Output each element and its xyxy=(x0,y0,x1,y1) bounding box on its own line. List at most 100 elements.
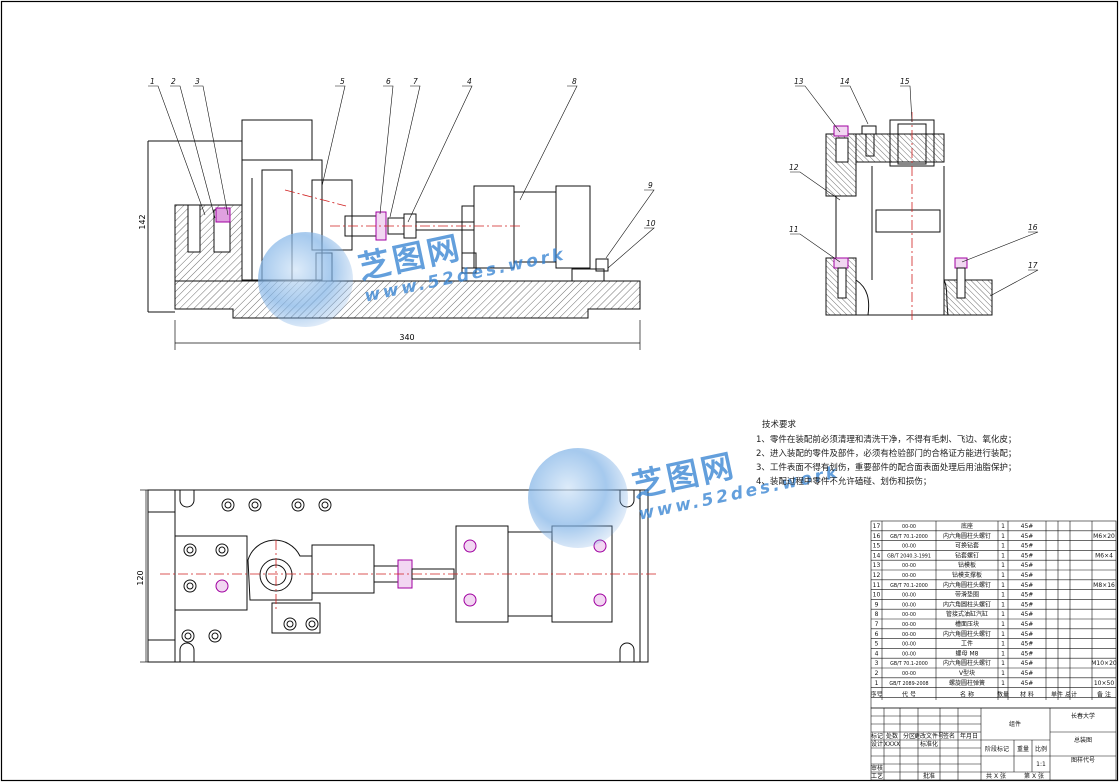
bom-cell-qty: 1 xyxy=(1001,523,1005,530)
bom-cell-code: 00-00 xyxy=(902,642,916,648)
bom-cell-name: 内六角圆柱头螺钉 xyxy=(943,581,991,589)
bom-header-mat: 材 料 xyxy=(1020,691,1034,699)
bom-cell-name: 底座 xyxy=(961,522,973,530)
top-view xyxy=(147,489,649,663)
tech-requirement-line: 2、进入装配的零件及部件，必须有检验部门的合格证方能进行装配； xyxy=(756,449,1017,459)
bom-cell-name: 钻模板 xyxy=(958,561,976,569)
bom-cell-qty: 1 xyxy=(1001,601,1005,608)
title-block xyxy=(870,707,1117,781)
bom-header-note: 备 注 xyxy=(1097,691,1111,699)
bom-cell-code: GB/T 70.1-2000 xyxy=(890,534,928,540)
bom-cell-mat: 45# xyxy=(1021,680,1034,687)
bom-cell-code: 00-00 xyxy=(902,544,916,550)
bom-cell-mat: 45# xyxy=(1021,592,1034,599)
bom-header-no: 序号 xyxy=(870,691,882,699)
bom-cell-no: 12 xyxy=(873,572,881,579)
title-role-design: 设计 xyxy=(871,740,883,748)
tech-requirement-line: 3、工件表面不得有划伤，重要部件的配合面表面处理后用油脂保护； xyxy=(756,463,1017,473)
balloon-16: 16 xyxy=(1028,223,1038,232)
title-role-process: 工艺 xyxy=(871,772,883,780)
bom-cell-qty: 1 xyxy=(1001,533,1005,540)
balloon-2: 2 xyxy=(171,77,176,86)
bom-cell-mat: 45# xyxy=(1021,533,1034,540)
bom-cell-no: 8 xyxy=(875,611,879,618)
tech-requirements-title: 技术要求 xyxy=(762,420,797,430)
bom-cell-qty: 1 xyxy=(1001,543,1005,550)
bom-cell-code: 00-00 xyxy=(902,651,916,657)
bom-cell-code: GB/T 70.1-2000 xyxy=(890,661,928,667)
bom-cell-name: 钻模支撑板 xyxy=(952,571,982,579)
bom-cell-code: 00-00 xyxy=(902,632,916,638)
bom-cell-name: 工件 xyxy=(961,640,973,648)
title-sheet-no: 第 X 张 xyxy=(1024,772,1044,780)
bom-cell-name: 内六角圆柱头螺钉 xyxy=(943,659,991,667)
bom-cell-qty: 1 xyxy=(1001,562,1005,569)
title-role-review: 审核 xyxy=(871,764,883,772)
bom-cell-mat: 45# xyxy=(1021,543,1034,550)
title-row-label-4: 签名 xyxy=(943,732,955,740)
dim-height-main: 142 xyxy=(138,214,147,229)
bom-cell-mat: 45# xyxy=(1021,572,1034,579)
bom-cell-no: 4 xyxy=(875,650,879,657)
bom-cell-mat: 45# xyxy=(1021,650,1034,657)
bom-cell-name: 可换钻套 xyxy=(955,542,979,550)
title-sheet-total: 共 X 张 xyxy=(986,772,1006,780)
bom-cell-name: 螺母 M8 xyxy=(956,649,979,657)
bom-cell-note: 10×50 xyxy=(1094,680,1114,687)
balloon-7: 7 xyxy=(413,77,418,86)
title-drawing-name: 总装图 xyxy=(1074,736,1092,744)
title-row-label-0: 标记 xyxy=(871,732,883,740)
bom-cell-qty: 1 xyxy=(1001,592,1005,599)
balloon-11: 11 xyxy=(789,225,799,234)
title-row-label-1: 处数 xyxy=(886,732,898,740)
bom-cell-qty: 1 xyxy=(1001,680,1005,687)
balloon-15: 15 xyxy=(900,77,910,86)
title-weight-label: 重量 xyxy=(1017,745,1029,753)
tech-requirements: 技术要求 1、零件在装配前必须清理和清洗干净，不得有毛刺、飞边、氧化皮； 2、进… xyxy=(756,418,1056,489)
front-view xyxy=(147,119,641,319)
bom-cell-code: 00-00 xyxy=(902,563,916,569)
bom-cell-name: V型块 xyxy=(959,669,975,677)
title-role-standard: 标准化 xyxy=(920,740,938,748)
title-scale: 1:1 xyxy=(1036,761,1046,768)
bom-cell-code: 00-00 xyxy=(902,524,916,530)
balloon-8: 8 xyxy=(572,77,577,86)
bom-cell-qty: 1 xyxy=(1001,631,1005,638)
dim-length-main: 340 xyxy=(399,333,414,342)
bom-cell-code: 00-00 xyxy=(902,612,916,618)
title-school: 长春大学 xyxy=(1071,712,1095,720)
balloon-14: 14 xyxy=(840,77,850,86)
bom-cell-code: 00-00 xyxy=(902,602,916,608)
title-scale-label: 比例 xyxy=(1035,745,1047,753)
bom-cell-qty: 1 xyxy=(1001,660,1005,667)
bom-header-name: 名 称 xyxy=(960,691,974,699)
bom-cell-code: GB/T 2089-2008 xyxy=(889,681,928,687)
bom-cell-name: 内六角圆柱头螺钉 xyxy=(943,600,991,608)
bom-cell-mat: 45# xyxy=(1021,601,1034,608)
balloon-13-label: 13 xyxy=(794,77,804,86)
bom-cell-mat: 45# xyxy=(1021,621,1034,628)
bom-cell-no: 1 xyxy=(875,680,879,687)
bom-cell-mat: 45# xyxy=(1021,582,1034,589)
bom-cell-qty: 1 xyxy=(1001,572,1005,579)
bom-cell-name: 内六角圆柱头螺钉 xyxy=(943,532,991,540)
bom-cell-mat: 45# xyxy=(1021,562,1034,569)
bom-cell-mat: 45# xyxy=(1021,523,1034,530)
balloon-12: 12 xyxy=(789,163,799,172)
bom-cell-no: 11 xyxy=(873,582,881,589)
bom-cell-qty: 1 xyxy=(1001,611,1005,618)
bom-cell-no: 17 xyxy=(873,523,881,530)
bom-cell-mat: 45# xyxy=(1021,552,1034,559)
bom-cell-no: 16 xyxy=(873,533,881,540)
bom-header-qty: 数量 xyxy=(997,691,1009,699)
title-role-approve: 批准 xyxy=(923,772,935,780)
balloon-3: 3 xyxy=(195,77,200,86)
balloon-6: 6 xyxy=(386,77,391,86)
bom-cell-qty: 1 xyxy=(1001,650,1005,657)
bom-cell-name: 螺旋圆柱弹簧 xyxy=(949,679,985,687)
bom-cell-mat: 45# xyxy=(1021,611,1034,618)
bom-cell-note: M10×20 xyxy=(1091,660,1117,667)
bom-cell-name: 钻套螺钉 xyxy=(955,551,979,559)
